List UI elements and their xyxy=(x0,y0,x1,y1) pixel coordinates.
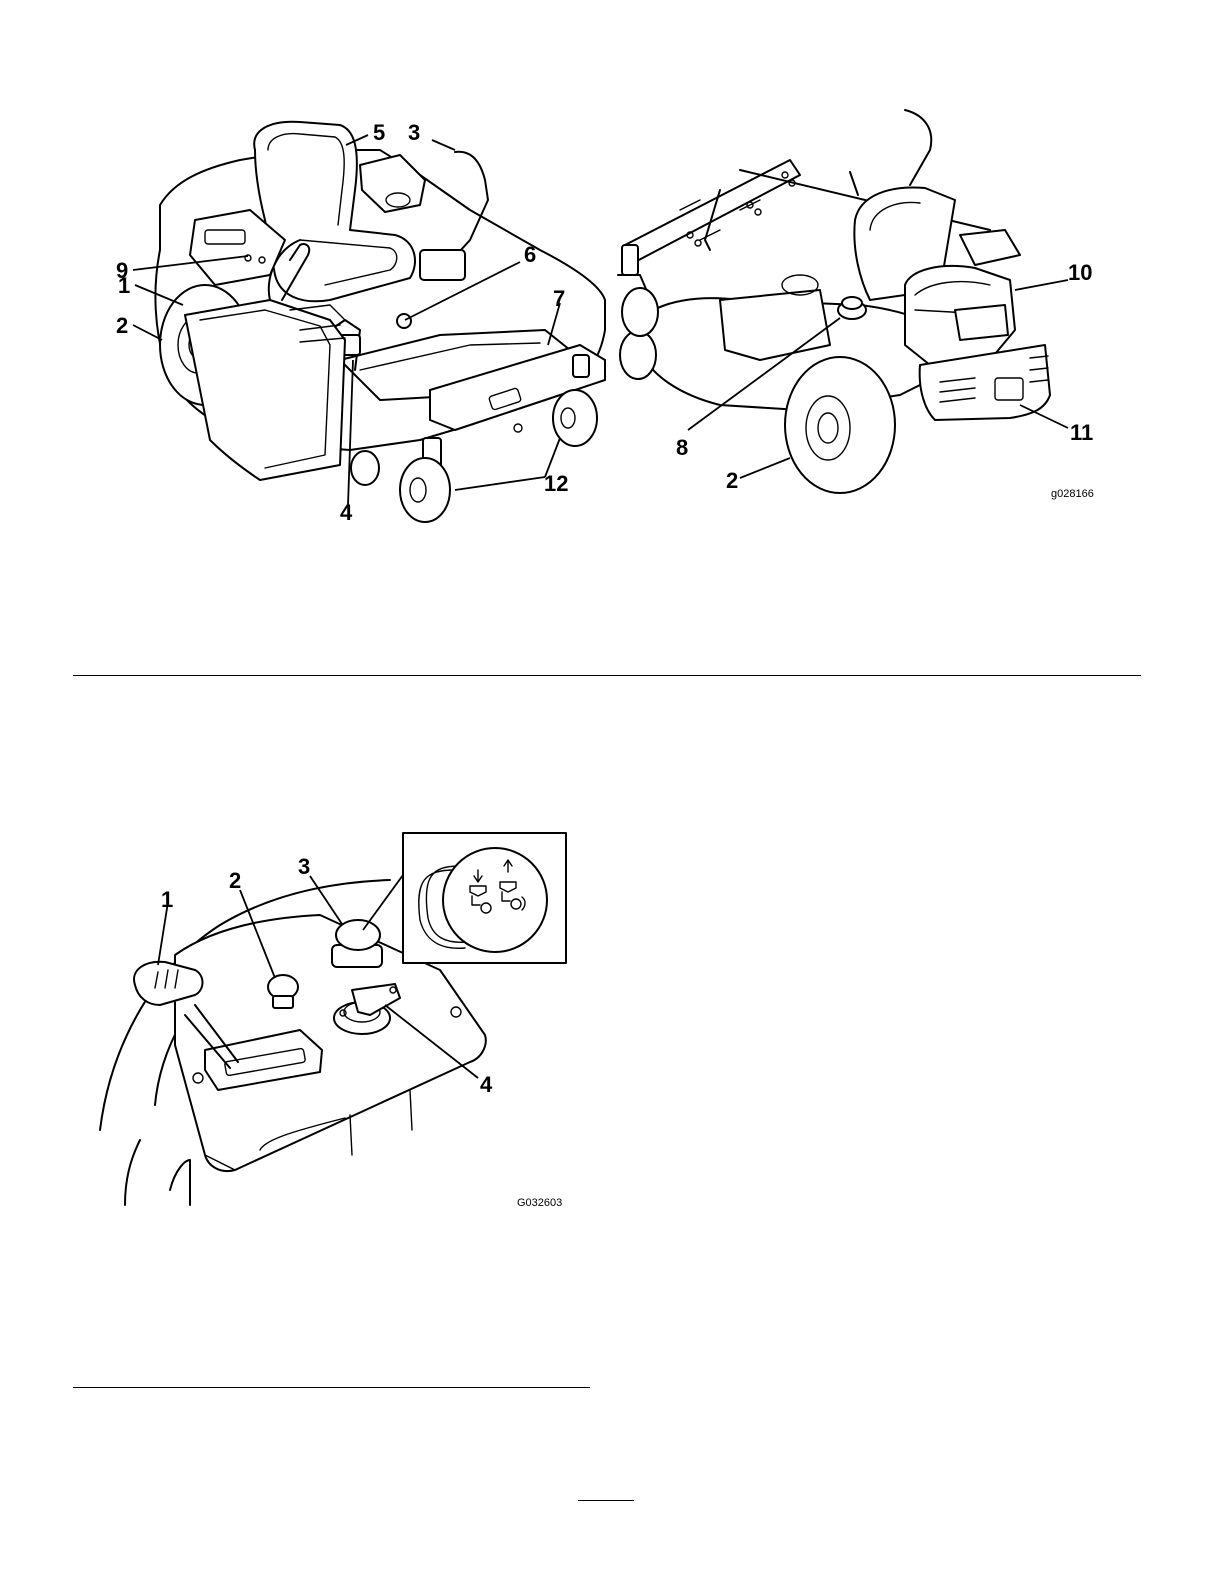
callout-6: 6 xyxy=(524,242,536,267)
footer-rule xyxy=(578,1500,634,1501)
fig2-callout-3: 3 xyxy=(298,854,310,879)
callout-10: 10 xyxy=(1068,260,1092,285)
section-divider xyxy=(73,675,1141,676)
callout-2-rear: 2 xyxy=(726,468,738,493)
figure-1-code: g028166 xyxy=(1051,488,1094,500)
callout-2: 2 xyxy=(116,313,128,338)
fig2-callout-2: 2 xyxy=(229,868,241,893)
fig2-callout-1: 1 xyxy=(161,887,173,912)
figure-1-machine-views: 1 2 3 4 5 6 7 9 12 xyxy=(0,0,1224,560)
figure-2-control-panel: 1 2 3 4 G032603 xyxy=(0,800,1224,1360)
callout-8: 8 xyxy=(676,435,688,460)
callout-3: 3 xyxy=(408,120,420,145)
callout-5: 5 xyxy=(373,120,385,145)
machine-front-view-drawing xyxy=(155,122,605,522)
figure-2-code: G032603 xyxy=(517,1197,562,1209)
callout-7: 7 xyxy=(553,286,565,311)
callout-12: 12 xyxy=(544,471,568,496)
column-divider xyxy=(73,1387,590,1388)
callout-9: 9 xyxy=(116,258,128,283)
callout-11: 11 xyxy=(1070,420,1093,445)
callout-4: 4 xyxy=(340,500,353,525)
fig2-callout-4: 4 xyxy=(480,1072,493,1097)
